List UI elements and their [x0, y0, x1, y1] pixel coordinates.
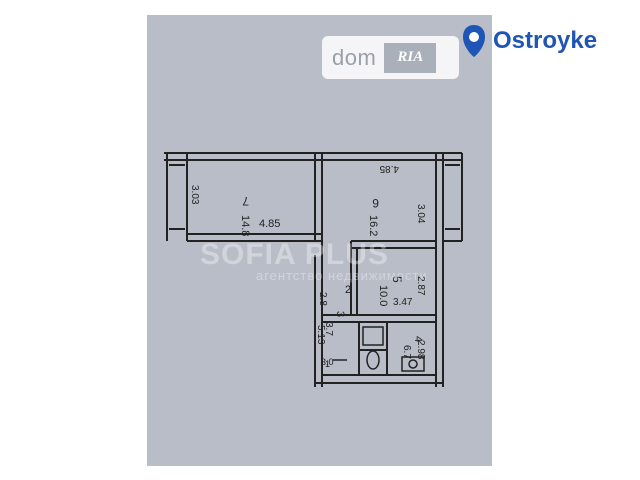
dimension-label: 3.04 [415, 204, 426, 224]
ria-logo-text: RIA [397, 49, 424, 65]
dimension-label: 5.13 [315, 325, 326, 345]
room-6-number: 6 [372, 196, 379, 210]
room-6-area: 16.2 [367, 215, 379, 236]
fixtures [333, 326, 425, 372]
room-7-area: 14.8 [239, 215, 251, 236]
dom-logo-text: dom [332, 44, 377, 70]
dimension-label: 4.85 [379, 163, 399, 174]
room-2-number: 2 [345, 284, 351, 296]
room-3-area: 3.7 [323, 322, 334, 336]
floor-plan-drawing: 7 14.8 6 16.2 5 10.0 4 6.7 3 3.7 2 1 3.0… [164, 152, 463, 387]
room-7-number: 7 [242, 194, 249, 208]
room-4-number: 4 [412, 336, 424, 342]
room-3-number: 3 [334, 311, 346, 317]
dom-ria-logo: dom RIA [322, 36, 459, 79]
room-5-number: 5 [390, 276, 404, 283]
room-5-area: 10.0 [377, 285, 389, 306]
dimension-label: 3.03 [189, 185, 200, 205]
dimension-label: 4.85 [259, 218, 280, 230]
dimension-label: 3.47 [393, 297, 413, 308]
ostroyke-mark-icon [463, 25, 485, 57]
dimension-label: 3.0 [321, 357, 334, 367]
dimension-label: 2.8 [317, 292, 328, 306]
ostroyke-logo: Ostroyke [461, 18, 619, 64]
dimension-label: 2.98 [415, 340, 426, 360]
ria-logo-box: RIA [384, 42, 437, 73]
walls [164, 152, 463, 387]
room-4-area: 6.7 [401, 345, 412, 359]
ostroyke-logo-text: Ostroyke [493, 27, 598, 54]
floor-plan-sheet: 7 14.8 6 16.2 5 10.0 4 6.7 3 3.7 2 1 3.0… [147, 15, 492, 466]
room-1-number: 1 [325, 359, 330, 369]
dimension-label: 2.87 [415, 276, 426, 296]
